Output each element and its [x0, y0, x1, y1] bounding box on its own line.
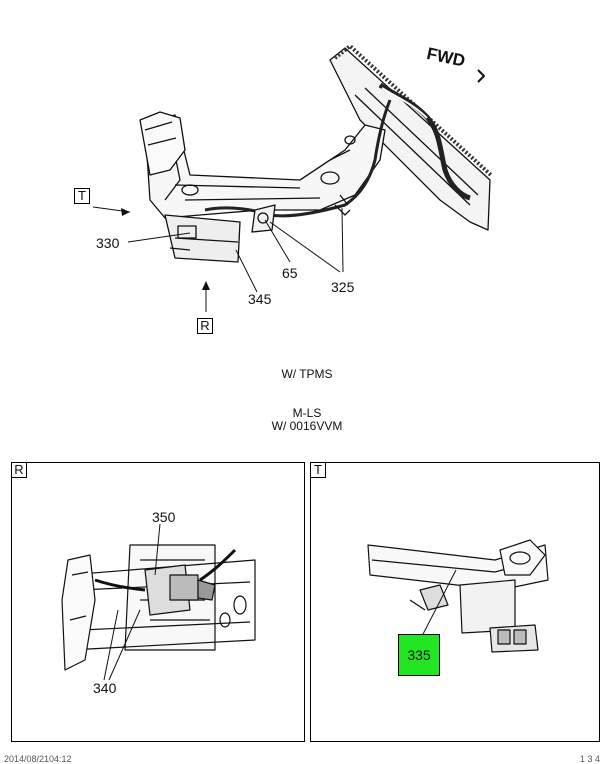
- view-marker-t: T: [74, 188, 90, 204]
- footer-timestamp: 2014/08/2104:12: [4, 754, 72, 764]
- caption-option-code: W/ 0016VVM: [271, 419, 343, 433]
- callout-330: 330: [96, 235, 120, 251]
- callout-325: 325: [331, 279, 355, 295]
- callout-350: 350: [152, 509, 176, 525]
- callout-345: 345: [248, 291, 272, 307]
- detail-label-t: T: [310, 462, 326, 478]
- caption-model: M-LS: [292, 406, 322, 420]
- caption-option: W/ TPMS: [281, 367, 333, 381]
- footer-page: 1 3 4: [580, 754, 601, 764]
- callout-335-highlight: 335: [398, 634, 440, 676]
- detail-panel-r: [11, 462, 305, 742]
- callout-65: 65: [282, 265, 298, 281]
- callout-340: 340: [93, 680, 117, 696]
- detail-label-r: R: [11, 462, 27, 478]
- view-marker-r: R: [197, 318, 213, 334]
- detail-panel-t: [310, 462, 600, 742]
